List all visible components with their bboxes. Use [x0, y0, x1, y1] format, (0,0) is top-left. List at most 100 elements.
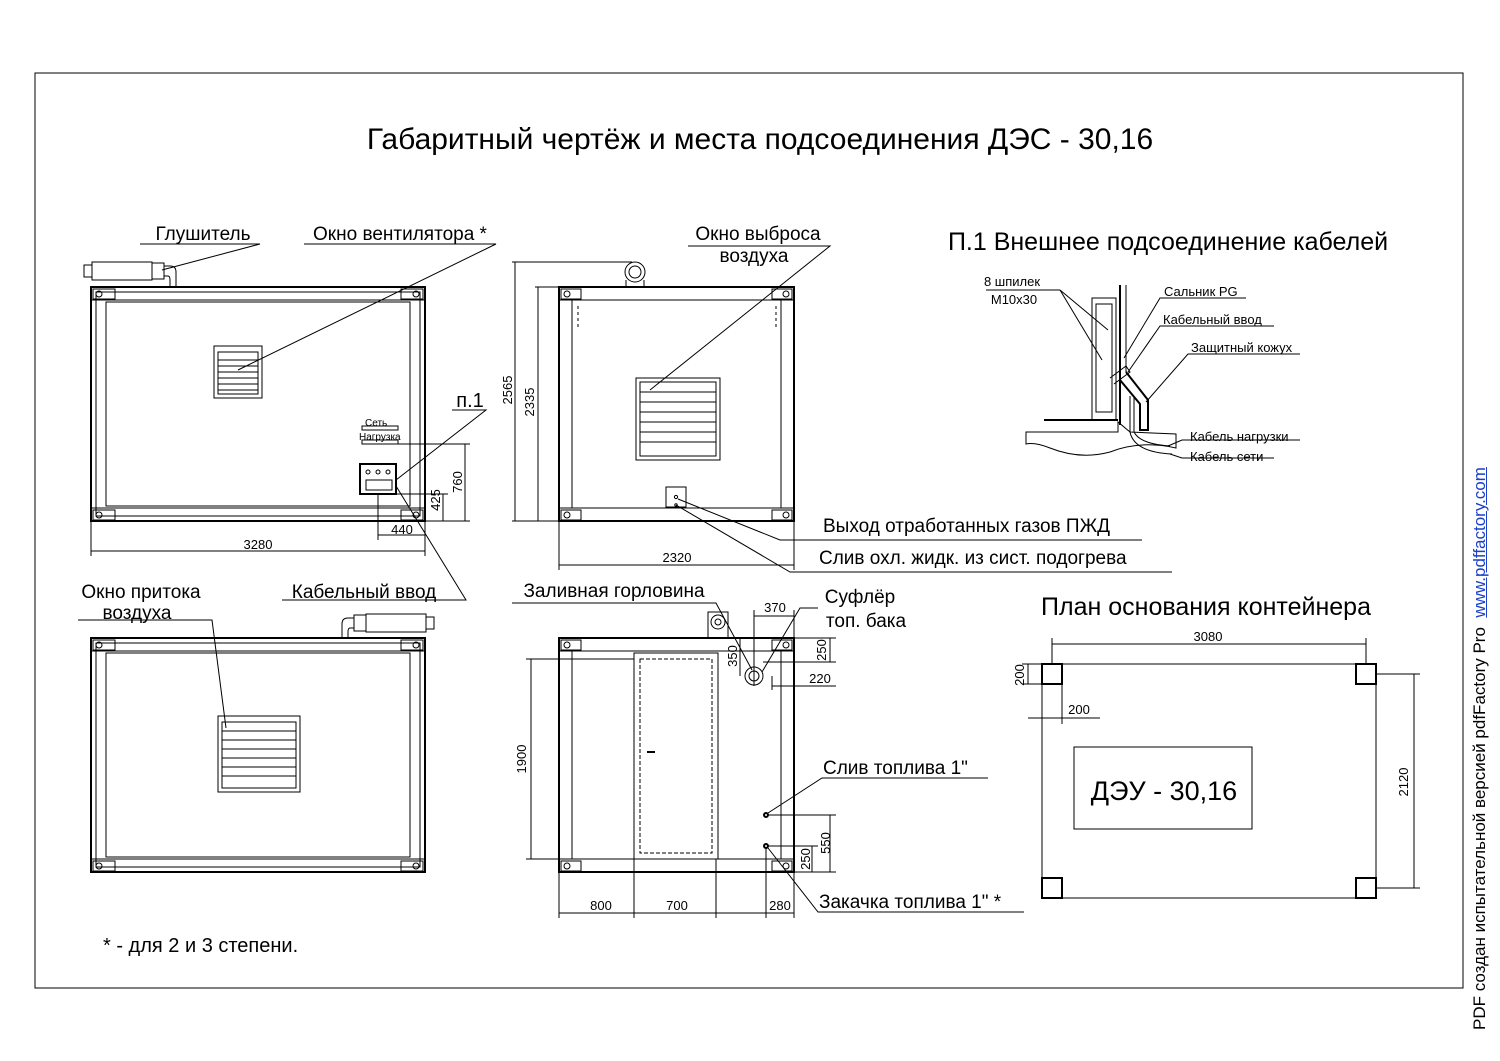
- air-exhaust-leader: [649, 245, 832, 391]
- filler-neck-label: Заливная горловина: [523, 581, 705, 602]
- model-label: ДЭУ - 30,16: [1091, 776, 1237, 806]
- door: [633, 652, 719, 860]
- base-pad-top-left: [1041, 663, 1063, 685]
- back-muffler-shape: [341, 613, 435, 638]
- dim-door-250-bottom: 250: [798, 848, 813, 870]
- dim-door-350: 350: [725, 645, 740, 667]
- base-outline: [1041, 663, 1377, 899]
- studs-label-line2: М10х30: [991, 292, 1037, 307]
- dim-base-200-horizontal: 200: [1068, 702, 1090, 717]
- air-intake-window: [217, 715, 301, 793]
- coolant-drain-label: Слив охл. жидк. из сист. подогрева: [819, 548, 1127, 569]
- breather-label-line2: топ. бака: [826, 611, 907, 632]
- dim-base-200-vertical: 200: [1012, 664, 1027, 686]
- fuel-fill-leader: [767, 847, 1024, 913]
- door-frame-outer: [558, 637, 795, 873]
- base-pad-bottom-right: [1355, 877, 1377, 899]
- gland-label: Сальник PG: [1164, 284, 1238, 299]
- air-exhaust-label-line1: Окно выброса: [695, 224, 821, 245]
- roof-fan-shape: [624, 261, 646, 287]
- air-exhaust-label-line2: воздуха: [720, 246, 789, 267]
- exhaust-gas-leader: [677, 498, 1142, 541]
- dim-front-760: 760: [450, 471, 465, 493]
- heater-outlet-box: [665, 486, 687, 508]
- cable-section-title: П.1 Внешнее подсоединение кабелей: [948, 228, 1388, 256]
- dim-front-425: 425: [428, 489, 443, 511]
- load-cable-label: Кабель нагрузки: [1190, 429, 1289, 444]
- base-plan: План основания контейнера 3080 200 200 2…: [1012, 593, 1420, 899]
- dim-door-700: 700: [666, 898, 688, 913]
- door-corner-fittings: [560, 639, 793, 872]
- panel-label-load: Нагрузка: [359, 432, 401, 443]
- dim-side-2335: 2335: [522, 388, 537, 417]
- dim-door-220: 220: [809, 671, 831, 686]
- side-corner-fittings: [560, 288, 793, 521]
- dim-side-width: 2320: [663, 550, 692, 565]
- base-pad-top-right: [1355, 663, 1377, 685]
- front-panel: [105, 301, 411, 507]
- side-view: 2565 2335 2320 Окно выброса воздуха: [500, 224, 1172, 573]
- fuel-drain-label: Слив топлива 1": [823, 758, 968, 779]
- air-intake-leader: [78, 619, 227, 729]
- back-view: Окно притока воздуха Кабельный ввод: [78, 485, 467, 873]
- cable-connection-detail: П.1 Внешнее подсоединение кабелей 8 шпил…: [948, 228, 1388, 464]
- dim-front-width: 3280: [244, 537, 273, 552]
- watermark-text: PDF создан испытательной версией pdfFact…: [1470, 627, 1489, 1030]
- watermark-link[interactable]: www.pdffactory.com: [1470, 467, 1489, 618]
- door-dimensions: [526, 610, 836, 918]
- panel-label-net: Сеть: [365, 418, 387, 429]
- front-corner-fittings: [92, 288, 424, 521]
- model-box: [1073, 746, 1253, 830]
- front-dimensions: [90, 443, 470, 556]
- side-dimensions: [512, 261, 795, 570]
- dim-base-2120: 2120: [1396, 768, 1411, 797]
- front-frame-outer: [90, 286, 426, 522]
- dim-door-550: 550: [818, 832, 833, 854]
- breather-leader: [761, 607, 818, 673]
- fan-window: [213, 345, 263, 399]
- cable-entry-detail-label: Кабельный ввод: [1163, 312, 1262, 327]
- dim-front-440: 440: [391, 522, 413, 537]
- drawing-title: Габаритный чертёж и места подсоединения …: [367, 123, 1153, 156]
- back-frame-outer: [90, 637, 426, 873]
- exhaust-gas-label: Выход отработанных газов ПЖД: [823, 516, 1110, 537]
- base-plan-title: План основания контейнера: [1041, 593, 1371, 621]
- studs-label-line1: 8 шпилек: [984, 274, 1040, 289]
- dim-base-3080: 3080: [1194, 629, 1223, 644]
- coolant-drain-leader: [675, 504, 1172, 573]
- filler-neck-leader: [512, 602, 753, 671]
- dim-door-800: 800: [590, 898, 612, 913]
- dim-side-2565: 2565: [500, 376, 515, 405]
- muffler-shape: [83, 261, 177, 287]
- filler-neck-shape: [707, 611, 729, 639]
- air-intake-label-line1: Окно притока: [81, 582, 201, 603]
- dim-door-280: 280: [769, 898, 791, 913]
- p1-ref-label: п.1: [456, 390, 484, 412]
- footnote: * - для 2 и 3 степени.: [103, 935, 298, 957]
- muffler-leader: [140, 243, 261, 271]
- base-dimensions: [1022, 638, 1420, 889]
- fan-window-label: Окно вентилятора *: [313, 224, 488, 245]
- back-cable-entry-leader: [282, 485, 467, 601]
- sheet-border: [34, 72, 1464, 989]
- fuel-fill-port: [763, 843, 769, 849]
- p1-leader: [395, 409, 488, 481]
- air-exhaust-window: [635, 377, 721, 461]
- front-view: Сеть Нагрузка 3280 760 425 440 Глушитель…: [83, 224, 497, 556]
- fuel-fill-label: Закачка топлива 1" *: [819, 892, 1002, 913]
- dim-door-370: 370: [764, 600, 786, 615]
- back-corner-fittings: [92, 639, 424, 872]
- dim-door-1900: 1900: [514, 745, 529, 774]
- socket-panel: [359, 425, 399, 495]
- air-intake-label-line2: воздуха: [103, 603, 172, 624]
- base-pad-bottom-left: [1041, 877, 1063, 899]
- side-frame-outer: [558, 286, 795, 522]
- dim-door-250-top: 250: [814, 639, 829, 661]
- fan-window-leader: [237, 243, 497, 371]
- watermark: PDF создан испытательной версией pdfFact…: [1470, 467, 1490, 1030]
- door-view: 370 350 250 220 1900 550 250 800 700 280…: [512, 581, 1024, 918]
- back-cable-entry-label: Кабельный ввод: [292, 582, 436, 603]
- fuel-drain-leader: [767, 777, 988, 814]
- muffler-label: Глушитель: [155, 224, 250, 245]
